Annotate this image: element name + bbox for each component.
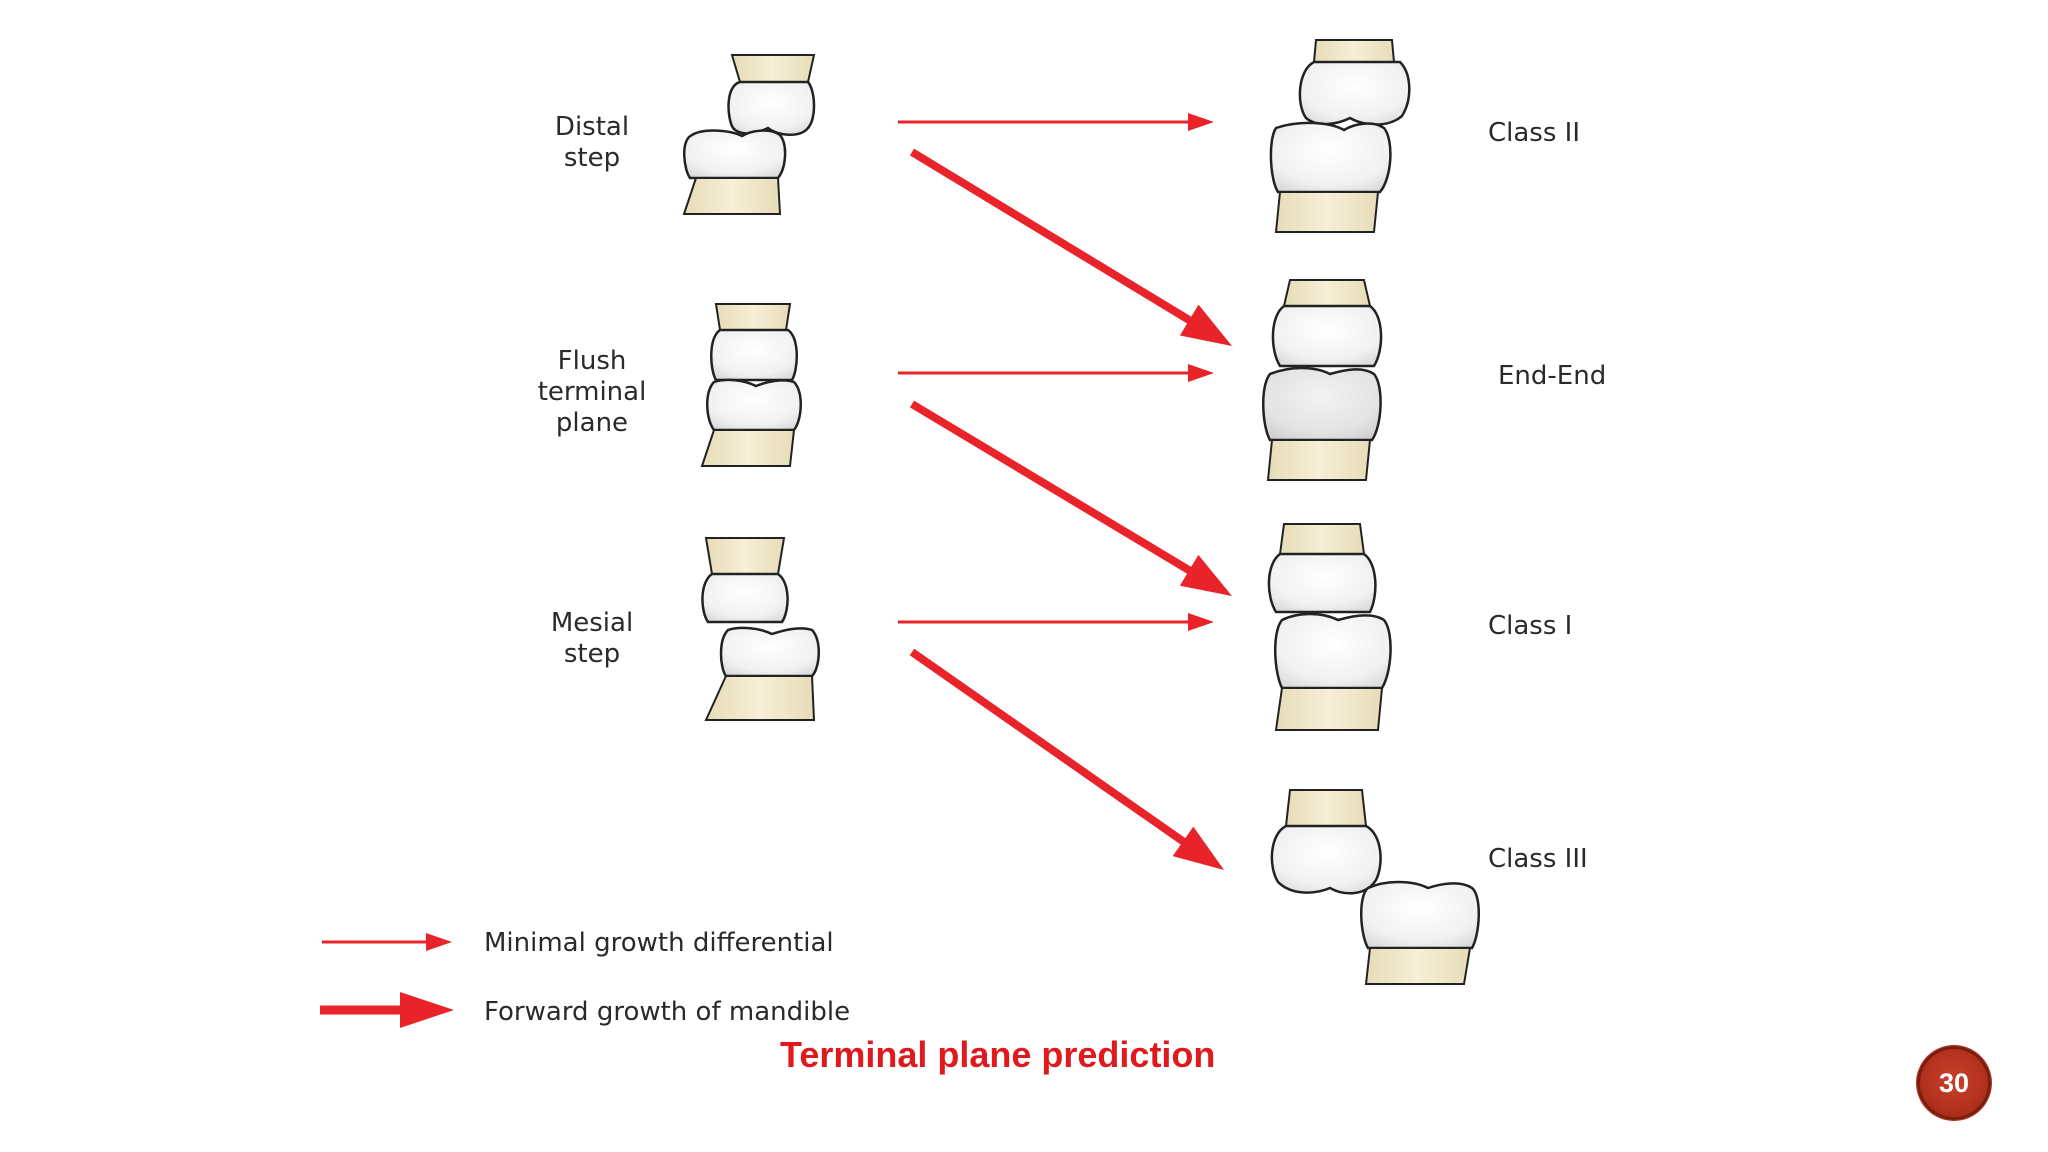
arrow-distal-step-to-end-end [909,148,1232,346]
upper-crown [1267,552,1377,614]
upper-crown [1298,60,1411,126]
arrow-distal-step-to-class-2 [898,113,1214,131]
upper-crown [1270,824,1382,895]
arrow-mesial-step-to-class-1 [898,613,1214,631]
lower-root [682,177,782,215]
legend-minimal-arrow [322,933,452,951]
end-end-teeth [1262,279,1383,481]
label-mesial-step: Mesial step [550,608,634,669]
upper-crown [1271,304,1383,368]
mesial-step-teeth [701,537,820,721]
diagram-title: Terminal plane prediction [780,1034,1216,1075]
upper-root [1278,523,1366,555]
lower-root [1274,687,1384,731]
distal-step-teeth [682,54,816,215]
upper-root [1282,279,1372,307]
upper-root [714,303,792,331]
lower-root [1266,439,1372,481]
label-class-1: Class I [1488,611,1573,641]
lower-crown [1269,121,1392,194]
label-flush-terminal-plane: Flush terminal plane [537,346,647,438]
page-number-badge: 30 [1917,1046,1991,1120]
lower-root [704,675,816,721]
upper-root [1312,39,1396,63]
upper-root [1284,789,1368,827]
legend-forward-label: Forward growth of mandible [484,997,851,1027]
arrow-flush-terminal-plane-to-end-end [898,364,1214,382]
page-number: 30 [1938,1068,1970,1098]
transition-arrows [898,113,1232,870]
flush-terminal-plane-teeth [700,303,802,467]
lower-root [700,429,796,467]
legend-forward-arrow [320,992,454,1028]
label-distal-step: Distal step [554,112,630,173]
upper-crown [710,328,798,382]
upper-root [704,537,786,575]
lower-crown [1262,366,1382,442]
arrow-mesial-step-to-class-3 [909,648,1224,870]
class-3-teeth [1270,789,1480,985]
upper-crown [701,572,789,624]
lower-crown [1274,612,1392,690]
lower-root [1364,947,1472,985]
class-1-teeth [1267,523,1392,731]
lower-crown [719,626,820,678]
class-2-teeth [1269,39,1411,233]
lower-crown [1360,880,1480,950]
label-end-end: End-End [1498,361,1607,391]
upper-root [730,54,816,83]
label-class-3: Class III [1488,844,1588,874]
lower-crown [706,378,802,432]
label-class-2: Class II [1488,118,1581,148]
lower-crown [683,129,787,180]
legend-minimal-label: Minimal growth differential [484,928,834,958]
arrow-flush-terminal-plane-to-class-1 [909,400,1232,596]
lower-root [1274,191,1380,233]
upper-crown [727,80,816,136]
